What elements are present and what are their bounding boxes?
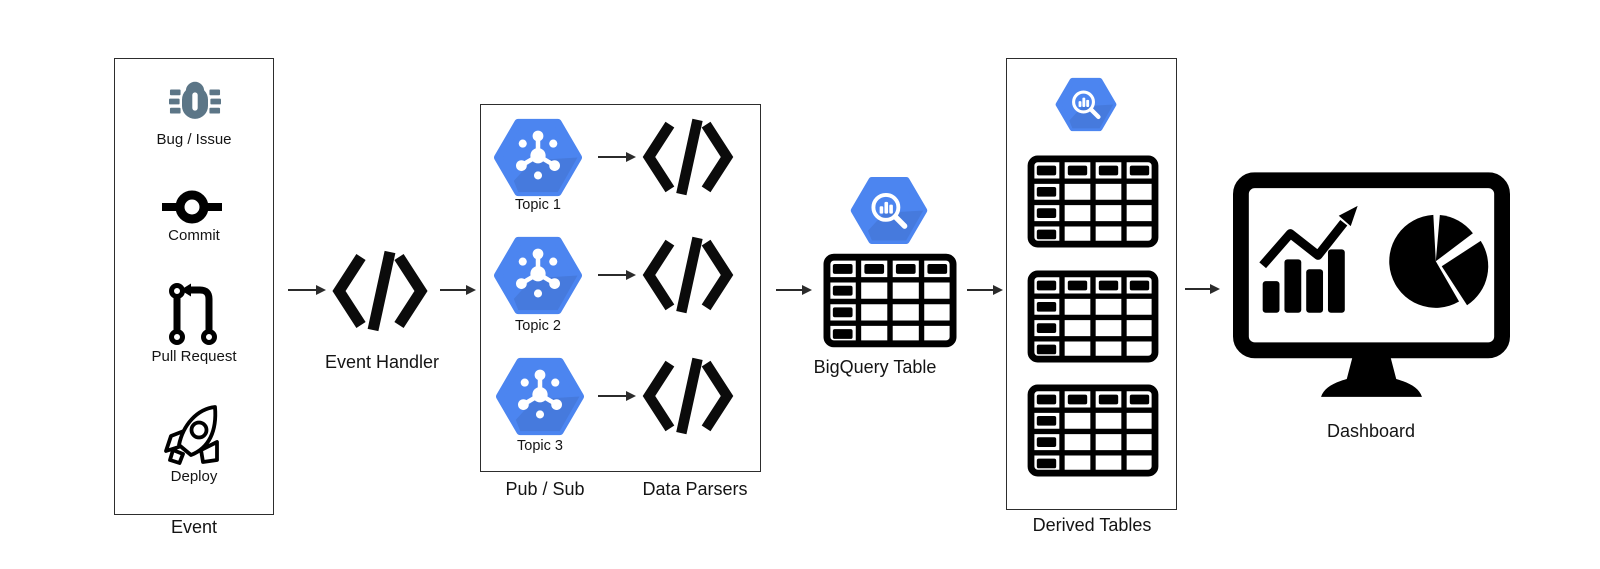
pull-request-icon — [164, 282, 220, 346]
topic-1-arrow — [598, 152, 636, 162]
topic-1-label: Topic 1 — [515, 197, 561, 213]
pubsub-topic-1-icon — [493, 118, 583, 197]
derived-bigquery-hexagon-icon — [1055, 77, 1117, 132]
deploy-label: Deploy — [170, 468, 218, 485]
flow-arrow-derived-to-dashboard — [1185, 284, 1220, 294]
topic-3-label: Topic 3 — [517, 438, 563, 454]
dashboard-label: Dashboard — [1326, 421, 1416, 441]
bug-issue-label: Bug / Issue — [156, 131, 232, 148]
topic-2-label: Topic 2 — [515, 318, 561, 334]
bigquery-table-icon — [823, 253, 957, 348]
flow-arrow-event-to-handler — [288, 285, 326, 295]
data-parser-2-icon — [640, 235, 736, 315]
commit-label: Commit — [168, 227, 220, 244]
flow-arrow-handler-to-pubsub — [440, 285, 476, 295]
commit-icon — [162, 187, 222, 227]
pubsub-topic-2-icon — [493, 236, 583, 315]
data-parsers-label: Data Parsers — [642, 479, 748, 499]
dashboard-monitor-icon — [1233, 172, 1510, 405]
data-parser-3-icon — [640, 356, 736, 436]
event-handler-label: Event Handler — [324, 352, 440, 372]
rocket-icon — [162, 400, 224, 466]
data-parser-1-icon — [640, 117, 736, 197]
bigquery-table-label: BigQuery Table — [813, 357, 937, 377]
bug-icon — [169, 77, 221, 127]
derived-table-3-icon — [1026, 384, 1160, 477]
topic-3-arrow — [598, 391, 636, 401]
derived-table-1-icon — [1026, 155, 1160, 248]
pubsub-label: Pub / Sub — [505, 479, 585, 499]
pull-request-label: Pull Request — [151, 348, 237, 365]
event-handler-code-icon — [330, 249, 430, 333]
pubsub-topic-3-icon — [495, 357, 585, 436]
event-group-label: Event — [170, 517, 218, 537]
derived-tables-label: Derived Tables — [1032, 515, 1152, 535]
flow-arrow-parsers-to-bigquery — [776, 285, 812, 295]
derived-table-2-icon — [1026, 270, 1160, 363]
topic-2-arrow — [598, 270, 636, 280]
bigquery-hexagon-icon — [850, 176, 928, 245]
flow-arrow-bigquery-to-derived — [967, 285, 1003, 295]
